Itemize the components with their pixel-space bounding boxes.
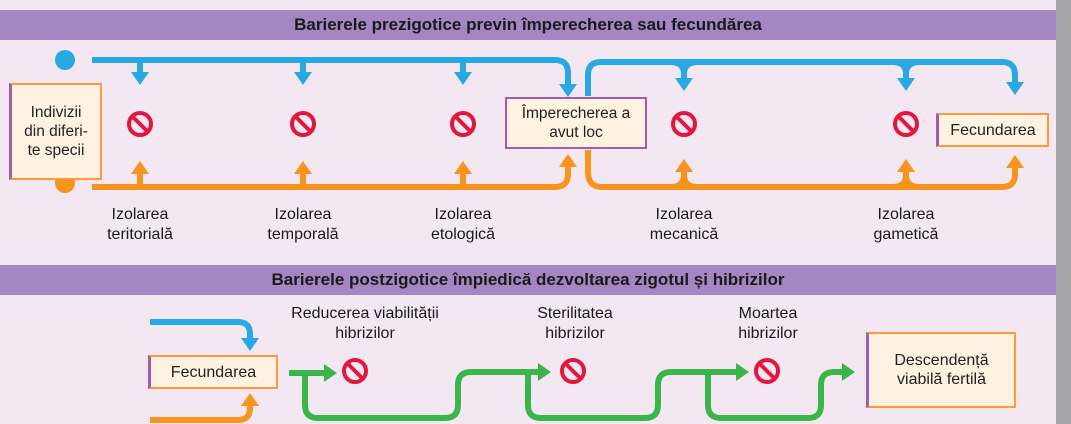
orange-species-line [55, 150, 1024, 193]
individuals-box: Indivizii din diferi-te specii [9, 83, 102, 180]
blue-species-line [55, 50, 1024, 97]
label-mechanical-isolation: Izolarea mecanică [649, 206, 719, 243]
postzygotic-header: Barierele postzigotice împiedică dezvolt… [0, 265, 1056, 295]
forbidden-icon [450, 111, 476, 137]
label-hybrid-death: Moartea hibrizilor [738, 305, 798, 342]
forbidden-icon [671, 111, 697, 137]
forbidden-icon [342, 358, 368, 384]
forbidden-icon [893, 111, 919, 137]
fertilization-box-post: Fecundarea [148, 355, 278, 389]
label-gametic-isolation: Izolarea gametică [873, 206, 939, 243]
individuals-text: Indivizii din diferi-te specii [24, 104, 88, 159]
prezygotic-header: Barierele prezigotice previn împerechere… [0, 10, 1056, 40]
forbidden-icon [560, 358, 586, 384]
mating-text: Împerecherea a avut loc [521, 105, 631, 141]
forbidden-icon [127, 111, 153, 137]
fertilization-post-text: Fecundarea [170, 363, 257, 381]
label-reduced-viability: Reducerea viabilității hibrizilor [291, 305, 439, 342]
green-development-line [289, 363, 855, 421]
label-sterility: Sterilitatea hibrizilor [537, 305, 613, 342]
postzygotic-orange-arrow [150, 393, 259, 423]
fertilization-text: Fecundarea [950, 121, 1036, 139]
mating-box: Împerecherea a avut loc [505, 97, 647, 149]
forbidden-icon [754, 358, 780, 384]
offspring-text: Descendență viabilă fertilă [894, 352, 989, 388]
label-ethological-isolation: Izolarea etologică [430, 206, 496, 243]
label-territorial-isolation: Izolarea teritorială [107, 206, 173, 243]
page-edge [1056, 0, 1071, 424]
offspring-box: Descendență viabilă fertilă [866, 332, 1016, 408]
fertilization-box: Fecundarea [936, 113, 1049, 147]
postzygotic-blue-arrow [150, 319, 259, 351]
label-temporal-isolation: Izolarea temporală [267, 206, 339, 243]
forbidden-icon [290, 111, 316, 137]
